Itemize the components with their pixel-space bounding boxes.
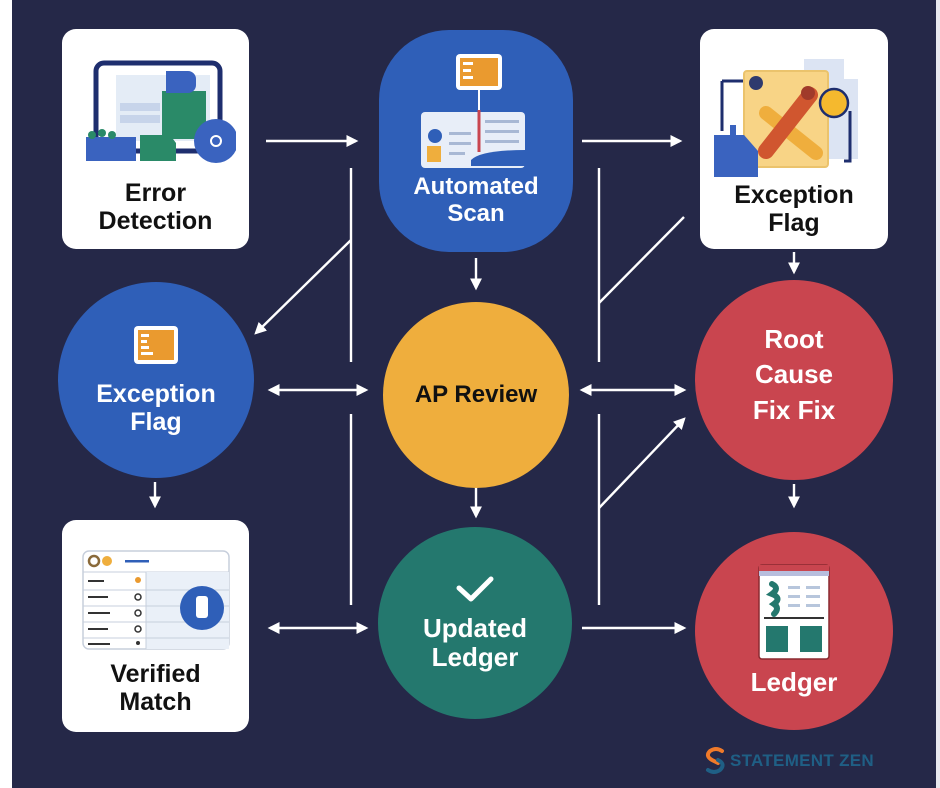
right-edge [936,0,940,788]
brand-logo: STATEMENT ZEN [704,746,874,776]
node-exception-flag-circle[interactable]: Exception Flag [58,282,254,478]
node-updated-ledger-label: Updated Ledger [423,612,527,672]
document-scan-icon [421,54,525,168]
node-exception-flag-card-label: Exception Flag [734,181,854,237]
node-updated-ledger[interactable]: Updated Ledger [378,527,572,719]
node-root-cause-fix-label: Root Cause Fix Fix [752,324,836,425]
node-exception-flag-card[interactable]: Exception Flag [700,29,888,249]
node-automated-scan[interactable]: Automated Scan [379,30,573,252]
node-ap-review[interactable]: AP Review [383,302,569,488]
brand-name: STATEMENT ZEN [730,751,874,770]
monitor-dashboard-icon [85,60,236,163]
node-ap-review-label: AP Review [414,380,538,408]
node-ledger-label: Ledger [750,667,838,698]
node-error-detection-label: Error Detection [98,179,213,235]
ledger-sheet-icon [758,564,830,661]
document-x-icon [714,59,858,177]
node-error-detection[interactable]: Error Detection [62,29,249,249]
node-exception-flag-circle-label: Exception Flag [96,380,216,436]
form-document-icon [134,326,178,364]
checkmark-icon [456,576,494,602]
node-verified-match[interactable]: Verified Match [62,520,249,732]
node-verified-match-label: Verified Match [110,660,201,716]
statement-zen-logo-icon [705,747,725,774]
node-ledger[interactable]: Ledger [695,532,893,730]
checklist-window-icon [81,550,230,650]
node-root-cause-fix[interactable]: Root Cause Fix Fix [695,280,893,480]
node-automated-scan-label: Automated Scan [413,173,539,227]
